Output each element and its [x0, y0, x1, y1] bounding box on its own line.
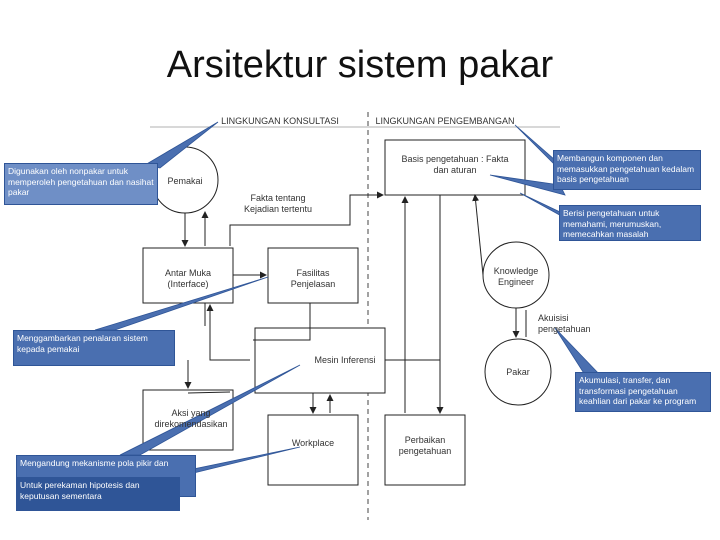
- page-title: Arsitektur sistem pakar: [166, 44, 554, 86]
- connector: [253, 303, 311, 341]
- perbaikan-node: [384, 414, 466, 486]
- connector: [472, 194, 484, 276]
- pakar-label: Pakar: [506, 367, 530, 377]
- callout-membangun: Membangun komponen dan memasukkan penget…: [553, 150, 701, 190]
- aksi-label: Aksi yang direkomendasikan: [154, 408, 228, 429]
- callout-pointer: [554, 327, 601, 376]
- connector: [187, 391, 231, 394]
- workplace-node: [267, 414, 359, 486]
- header-development: LINGKUNGAN PENGEMBANGAN: [375, 116, 515, 126]
- perbaikan-label: Perbaikan pengetahuan: [398, 435, 452, 456]
- callout-nonpakar: Digunakan oleh nonpakar untuk memperoleh…: [4, 163, 158, 205]
- antarmuka-label: Antar Muka (Interface): [164, 268, 212, 289]
- callout-perekaman: Untuk perekaman hipotesis dan keputusan …: [16, 477, 180, 511]
- callout-akumulasi: Akumulasi, transfer, dan transformasi pe…: [575, 372, 711, 412]
- header-consultation: LINGKUNGAN KONSULTASI: [221, 116, 339, 126]
- pemakai-label: Pemakai: [167, 176, 203, 186]
- basis-node: [384, 139, 526, 196]
- akuisisi-label: Akuisisi pengetahuan: [538, 313, 591, 334]
- basis-label: Basis pengetahuan : Fakta dan aturan: [401, 154, 509, 175]
- callout-menggambarkan: Menggambarkan penalaran sistem kepada pe…: [13, 330, 175, 366]
- workplace-label: Workplace: [291, 438, 335, 448]
- fakta-label: Fakta tentang Kejadian tertentu: [243, 193, 313, 214]
- fasilitas-label: Fasilitas Penjelasan: [290, 268, 336, 289]
- mesin-label: Mesin Inferensi: [314, 355, 376, 365]
- mesin-node: [254, 327, 386, 394]
- callout-berisi: Berisi pengetahuan untuk memahami, merum…: [559, 205, 701, 241]
- connector: [229, 191, 384, 246]
- knowledge-label: Knowledge Engineer: [493, 266, 539, 287]
- pakar-node: [484, 338, 552, 406]
- callout-pointer: [489, 174, 566, 196]
- connector: [206, 304, 250, 361]
- fasilitas-node: [267, 247, 359, 304]
